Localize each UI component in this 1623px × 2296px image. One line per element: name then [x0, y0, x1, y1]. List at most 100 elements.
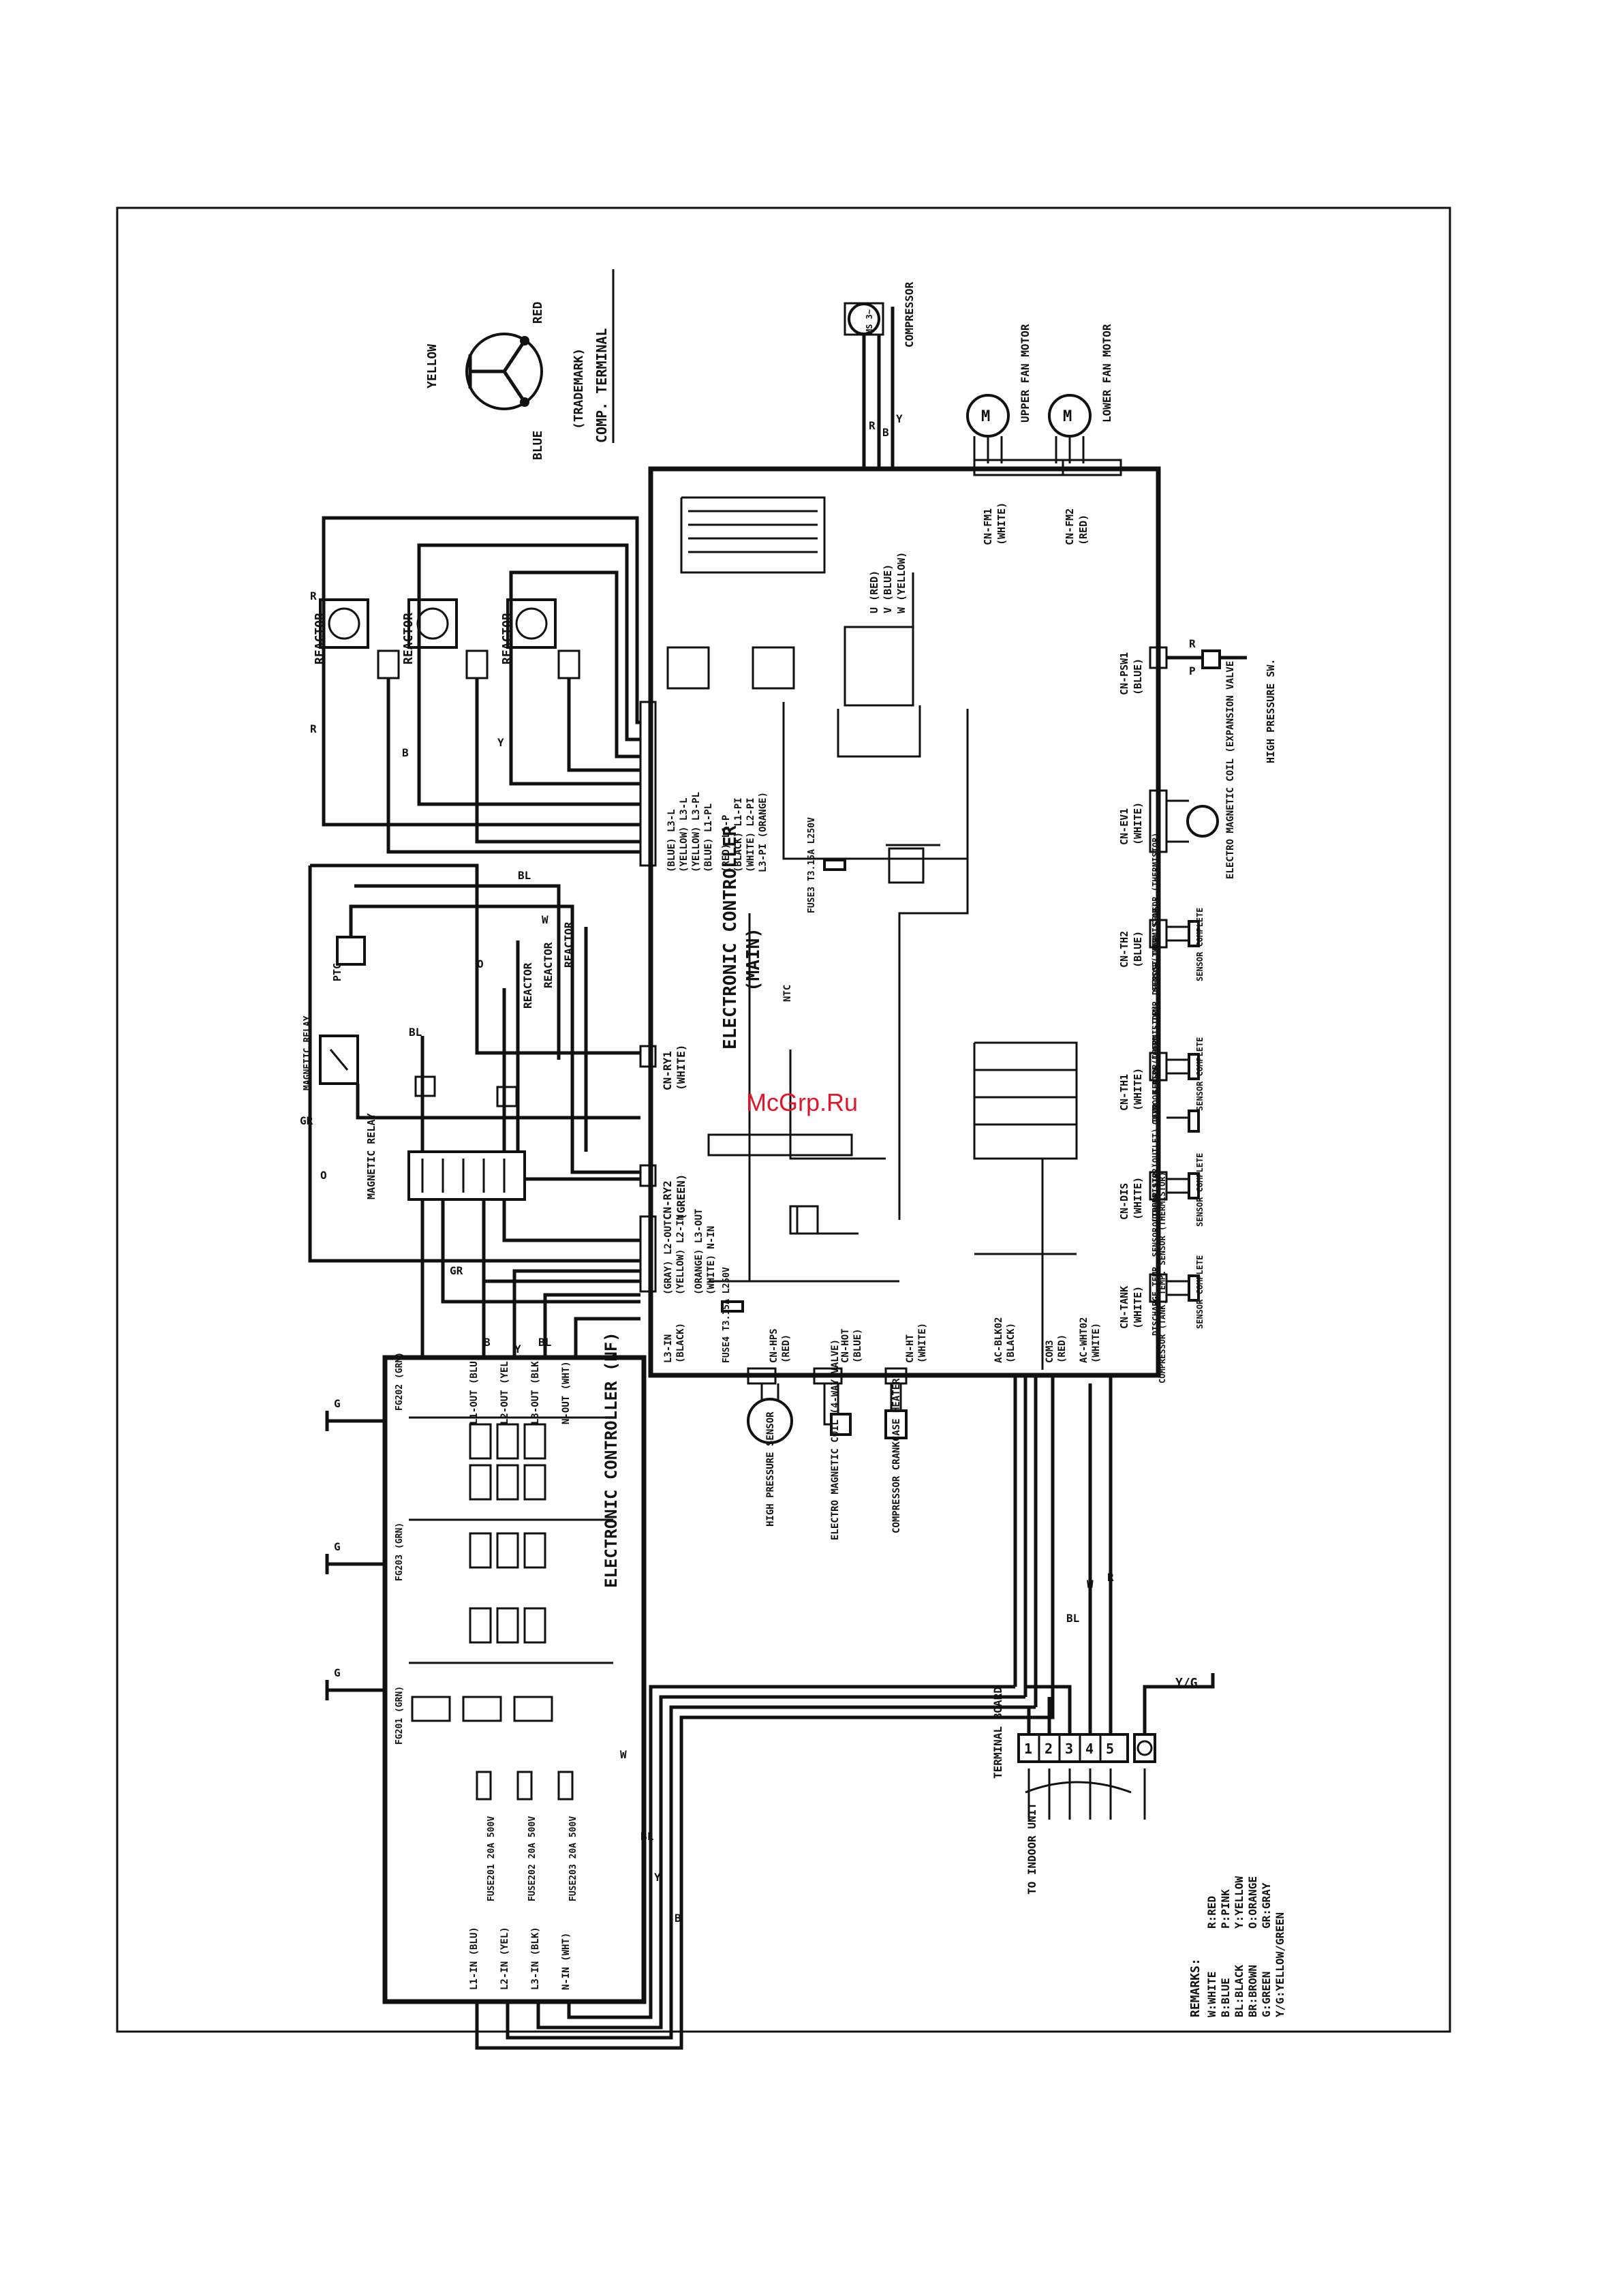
ptc — [336, 936, 366, 966]
wl-bl4: BL — [640, 1830, 653, 1843]
uvw-v: V (BLUE) — [882, 564, 894, 613]
cn-tank-color: (WHITE) — [1132, 1286, 1144, 1329]
wl-b2: B — [484, 1336, 491, 1349]
ptc-reactor-label-3: REACTOR — [562, 921, 575, 968]
nf-fuse-0: FUSE201 20A 500V — [486, 1816, 497, 1901]
bc-6-color: (WHITE) — [1091, 1323, 1102, 1363]
tank-label: COMPRESSOR (TANK) TEMP. SENSOR (THERMIST… — [1158, 1172, 1167, 1383]
cn-ev1-name: CN-EV1 — [1118, 808, 1130, 845]
cn-th1-name: CN-TH1 — [1118, 1074, 1130, 1111]
reactor-wires — [322, 516, 640, 854]
upper-fan-m: M — [981, 408, 990, 425]
compressor-label: COMPRESSOR — [903, 281, 916, 348]
outdoor-pipe-sensor — [1166, 1053, 1200, 1080]
lower-fan-m: M — [1063, 408, 1072, 425]
comp-terminal-blue: BLUE — [531, 431, 545, 460]
bc-5-name: COM3 — [1045, 1340, 1055, 1363]
magnetic-relay-top — [319, 1035, 359, 1085]
wl-o1: O — [477, 958, 484, 970]
ground-leads — [325, 1411, 385, 1700]
reactor-2 — [407, 598, 489, 679]
nf-out-3: N-OUT (WHT) — [561, 1361, 572, 1424]
bc-5-color: (RED) — [1057, 1334, 1068, 1363]
cn-fm2-color: (RED) — [1077, 515, 1089, 545]
high-pressure-sw-label: HIGH PRESSURE SW. — [1265, 658, 1277, 763]
remarks-c2-2: Y:YELLOW — [1233, 1876, 1246, 1929]
high-pressure-label: HIGH PRESSURE SENSOR — [765, 1411, 776, 1527]
main-controller-subtitle: (MAIN) — [743, 928, 764, 992]
main-left-connectors: (BLUE) L3-L (YELLOW) L3-L (YELLOW) L3-PL… — [639, 701, 769, 872]
expansion-label: ELECTRO MAGNETIC COIL (EXPANSION VALVE) — [1225, 655, 1236, 879]
tb-num-3: 3 — [1065, 1741, 1073, 1757]
nf-ground-1: FG203 (GRN) — [395, 1522, 405, 1581]
outdoor-air-sensor — [1166, 1109, 1200, 1133]
wl-bl2: BL — [409, 1026, 422, 1039]
nf-fuse-1: FUSE202 20A 500V — [527, 1816, 538, 1901]
wl-gr2: GR — [450, 1264, 463, 1277]
fuse4 — [721, 1300, 744, 1313]
fuse3 — [823, 859, 846, 871]
cn-ry2-name: CN-RY2 — [661, 1180, 674, 1220]
cn-th2-name: CN-TH2 — [1118, 931, 1130, 968]
remarks-c1-0: W:WHITE — [1205, 1972, 1218, 2017]
wl-b1: B — [402, 746, 409, 759]
cn-tank-name: CN-TANK — [1118, 1286, 1130, 1329]
nf-out-1: L2-OUT (YEL) — [499, 1356, 510, 1424]
uvw-w: W (YELLOW) — [895, 552, 908, 613]
cn-ry2-color: (GREEN) — [675, 1174, 687, 1220]
bc-0-name: L3-IN — [663, 1334, 674, 1363]
compressor-motor-label: MS 3~ — [865, 309, 874, 334]
nf-wires — [475, 1269, 1055, 2050]
conn-label-6: (WHITE) L2-PI — [745, 797, 756, 872]
tank-sensor — [1166, 1274, 1200, 1302]
nf-ground-0: FG202 (GRN) — [395, 1352, 405, 1411]
remarks-c2-0: R:RED — [1205, 1896, 1218, 1929]
bc-4-color: (BLACK) — [1006, 1323, 1017, 1363]
tb-num-4: 4 — [1085, 1741, 1094, 1757]
bottom-connectors — [747, 1367, 908, 1385]
compressor-motor — [844, 302, 884, 336]
conn-label-7: L3-PI (ORANGE) — [758, 792, 769, 872]
lower-fan-motor: M — [1048, 394, 1092, 438]
wl-y2: Y — [514, 1343, 521, 1356]
remarks-c2-3: O:ORANGE — [1246, 1876, 1259, 1929]
wl-r5: R — [1189, 637, 1196, 650]
comp-terminal-yellow: YELLOW — [425, 344, 439, 388]
defrost-sensor-complete: SENSOR COMPLETE — [1195, 908, 1205, 981]
wl-r1: R — [310, 590, 317, 602]
high-pressure-switch — [1166, 649, 1247, 669]
wl-bl5: BL — [1066, 1612, 1079, 1625]
lower-fan-label: LOWER FAN MOTOR — [1100, 324, 1113, 423]
expansion-valve-coil — [1166, 799, 1219, 843]
inverter-module — [844, 626, 914, 707]
defrost-label: DEFROST TEMP. SENSOR (THERMISTOR) — [1151, 833, 1160, 995]
cn-dis-name: CN-DIS — [1118, 1183, 1130, 1220]
heater-label: COMPRESSOR CRANKCASE HEATER — [891, 1378, 902, 1533]
nf-ground-2: FG201 (GRN) — [395, 1686, 405, 1745]
nf-in-1: L2-IN (YEL) — [499, 1927, 510, 1990]
ptc-relay-wires — [308, 863, 640, 1356]
watermark: McGrp.Ru — [746, 1088, 858, 1116]
wl-r2: R — [310, 722, 317, 735]
conn-label-0: (BLUE) L3-L — [666, 809, 677, 872]
comp-terminal-red: RED — [531, 301, 545, 324]
nf-in-3: N-IN (WHT) — [561, 1933, 572, 1990]
ptc-reactor-label-2: REACTOR — [542, 942, 555, 988]
indoor-leads — [1027, 1769, 1146, 1820]
wl-o2: O — [320, 1169, 327, 1182]
magnetic-coil-4way — [823, 1383, 852, 1436]
to-indoor-label: TO INDOOR UNIT — [1025, 1803, 1038, 1895]
cn-ev1-color: (WHITE) — [1132, 802, 1144, 845]
nf-out-2: L3-OUT (BLK) — [530, 1356, 541, 1424]
ntc-label: NTC — [782, 985, 793, 1002]
main-controller-title: ELECTRONIC CONTROLLER — [720, 825, 741, 1050]
terminal-wires — [1025, 1375, 1215, 1794]
tb-num-5: 5 — [1106, 1741, 1114, 1757]
ground-label-2: G — [334, 1540, 341, 1553]
ac-conn-1: (YELLOW) L2-IN — [675, 1214, 686, 1295]
wl-gr1: GR — [300, 1114, 313, 1127]
cn-dis-color: (WHITE) — [1132, 1177, 1144, 1220]
reactor-label-2: REACTOR — [401, 613, 416, 664]
ground-label-3: G — [334, 1666, 341, 1679]
